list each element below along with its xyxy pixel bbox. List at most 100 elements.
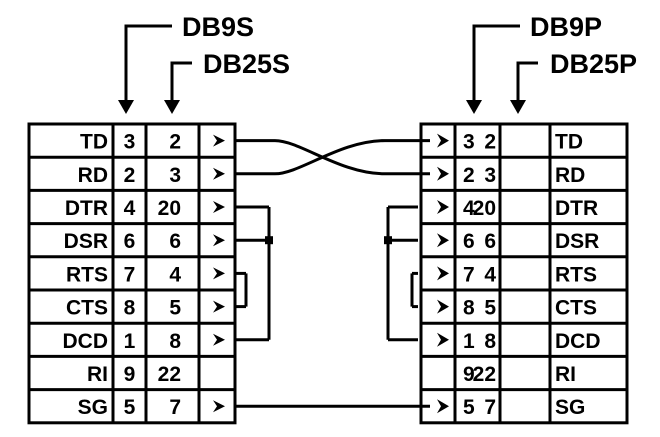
signal-name: RD: [78, 164, 108, 187]
db9p-label: DB9P: [530, 12, 602, 42]
pin-arrow-icon: [437, 332, 449, 347]
pin-arrow-icon: [437, 133, 449, 148]
db9-pin: 6: [124, 230, 136, 253]
right-connector-labels: DB9P DB25P: [466, 12, 637, 114]
pin-chevron-icon: [213, 167, 225, 180]
pin-arrow-icon: [437, 299, 449, 314]
pin-chevron-icon: [213, 300, 225, 313]
db25s-label: DB25S: [203, 49, 290, 79]
pin-chevron-icon: [213, 333, 225, 346]
db25-pin: 20: [473, 197, 496, 220]
db25-pin: 6: [484, 230, 496, 253]
right-pin-row-ri: 922 RI: [463, 363, 576, 386]
signal-name: CTS: [555, 297, 597, 320]
db9-pin: 8: [124, 297, 136, 320]
db9-pin: 2: [463, 164, 475, 187]
signal-name: SG: [555, 396, 585, 419]
db9p-pointer-line: [472, 24, 520, 104]
pin-chevron-icon: [213, 234, 225, 247]
signal-name: TD: [555, 131, 583, 154]
db25-pin: 4: [484, 263, 496, 286]
db9p-arrowhead-icon: [466, 100, 482, 114]
left-pin-row-rts: RTS 7 4: [66, 263, 225, 286]
signal-name: DSR: [555, 230, 599, 253]
db9-pin: 9: [463, 363, 475, 386]
left-pin-row-dsr: DSR 6 6: [64, 230, 225, 253]
right-loopback-dtr-dsr-dcd: [384, 205, 418, 342]
db25-pin: 8: [484, 330, 496, 353]
db9-pin: 6: [463, 230, 475, 253]
signal-name: CTS: [66, 297, 108, 320]
signal-name: SG: [78, 396, 108, 419]
db25-pin: 3: [484, 164, 496, 187]
pin-arrow-icon: [437, 399, 449, 414]
db25-pin: 2: [169, 131, 181, 154]
db9-pin: 1: [124, 330, 136, 353]
db25p-arrowhead-icon: [510, 100, 526, 114]
left-pin-row-dcd: DCD 1 8: [63, 330, 225, 353]
right-table-border: [419, 122, 629, 425]
db9-pin: 2: [124, 164, 136, 187]
db25s-arrowhead-icon: [164, 100, 180, 114]
crossover-wire-rd-to-td: [235, 139, 430, 176]
left-connector-labels: DB9S DB25S: [118, 12, 290, 114]
db25-pin: 20: [158, 197, 181, 220]
db25-pin: 6: [169, 230, 181, 253]
left-loopback-rts-cts: [235, 271, 248, 309]
db9-pin: 5: [463, 396, 475, 419]
signal-name: TD: [80, 131, 108, 154]
pin-chevron-icon: [213, 267, 225, 280]
db25-pin: 5: [169, 297, 181, 320]
signal-name: DCD: [63, 330, 109, 353]
left-pin-row-cts: CTS 8 5: [66, 297, 225, 320]
db25s-pointer-line: [170, 61, 192, 104]
db25-pin: 22: [473, 363, 496, 386]
db9s-pointer-line: [124, 24, 172, 104]
db9-pin: 7: [124, 263, 136, 286]
db25-pin: 4: [169, 263, 181, 286]
db9-pin: 7: [463, 263, 475, 286]
signal-name: RI: [87, 363, 108, 386]
signal-name: RI: [555, 363, 576, 386]
db25-pin: 5: [484, 297, 496, 320]
pin-arrow-icon: [437, 266, 449, 281]
wiring: [235, 139, 430, 408]
db25-pin: 8: [169, 330, 181, 353]
signal-name: DTR: [65, 197, 108, 220]
junction-dot-icon: [384, 236, 392, 245]
db9-pin: 5: [124, 396, 136, 419]
db25-pin: 22: [158, 363, 181, 386]
signal-name: RTS: [66, 263, 108, 286]
left-loopback-dtr-dsr-dcd: [235, 205, 273, 342]
db9-pin: 4: [463, 197, 475, 220]
crossover-wire-td-to-rd: [235, 139, 430, 176]
pin-chevron-icon: [213, 400, 225, 413]
signal-name: DTR: [555, 197, 598, 220]
pin-arrow-icon: [437, 233, 449, 248]
db9s-label: DB9S: [182, 12, 254, 42]
signal-name: DSR: [64, 230, 108, 253]
pin-arrow-icon: [437, 200, 449, 214]
db9-pin: 1: [463, 330, 475, 353]
right-loopback-rts-cts: [410, 271, 418, 309]
right-pin-row-dtr: 420 DTR: [437, 197, 598, 220]
db9s-arrowhead-icon: [118, 100, 134, 114]
db9-pin: 3: [463, 131, 475, 154]
db25p-pointer-line: [516, 61, 538, 104]
pin-arrow-icon: [437, 166, 449, 181]
pin-chevron-icon: [213, 134, 225, 147]
